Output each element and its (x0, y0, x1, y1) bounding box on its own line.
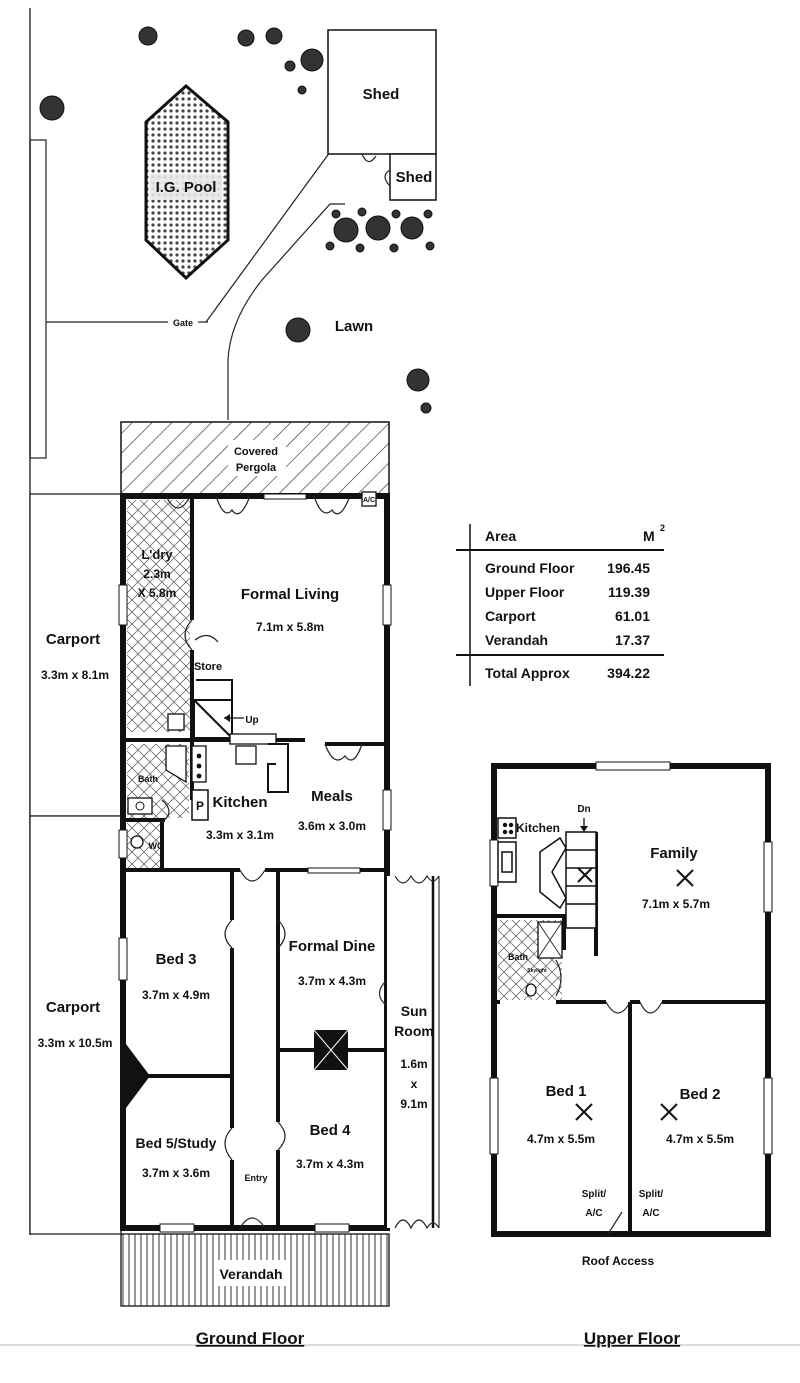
dn-label: Dn (577, 804, 590, 815)
shed-small (389, 153, 437, 201)
bed4-label: Bed 4 (310, 1122, 352, 1139)
roof-access-label: Roof Access (582, 1254, 655, 1268)
bed5-dim: 3.7m x 3.6m (142, 1166, 210, 1180)
kitchen-dim: 3.3m x 3.1m (206, 828, 274, 842)
pergola-label-1: Covered (234, 446, 278, 458)
pantry-label: P (196, 799, 204, 813)
bed3-label: Bed 3 (156, 951, 197, 968)
up-label: Up (245, 715, 258, 726)
area-row-value: 119.39 (608, 584, 650, 600)
lawn-label: Lawn (335, 318, 373, 335)
bed1-dim: 4.7m x 5.5m (527, 1132, 595, 1146)
site-area: Shed Shed I.G. Pool Gate Lawn (29, 26, 437, 459)
laundry-dim-2: X 5.8m (138, 586, 177, 600)
area-row-value: 17.37 (615, 632, 650, 648)
shed-large (327, 29, 437, 155)
carport-bottom (29, 815, 122, 1235)
sun-room-dim-3: 9.1m (400, 1097, 427, 1111)
split-ac-1-line1: Split/ (582, 1189, 607, 1200)
bed5-label: Bed 5/Study (136, 1135, 217, 1151)
area-row-label: Verandah (485, 632, 548, 648)
sun-room-label-2: Room (394, 1023, 434, 1039)
family-dim: 7.1m x 5.7m (642, 897, 710, 911)
carport-bottom-label: Carport (46, 999, 100, 1016)
upper-floor-title: Upper Floor (584, 1329, 681, 1348)
entry-label: Entry (244, 1173, 267, 1183)
ac-label: A/C (363, 497, 375, 504)
carport-top (29, 493, 122, 817)
sun-room-label-1: Sun (401, 1003, 427, 1019)
upper-floor-plan: Kitchen Dn Family 7.1m x 5.7m Bath Skyli… (489, 761, 773, 1348)
ceiling-fan-icon (575, 867, 694, 1121)
area-header-unit-sup: 2 (660, 523, 665, 533)
carport-top-label: Carport (46, 631, 100, 648)
formal-dine-dim: 3.7m x 4.3m (298, 974, 366, 988)
meals-dim: 3.6m x 3.0m (298, 819, 366, 833)
family-label: Family (650, 845, 698, 862)
area-row-label: Upper Floor (485, 584, 565, 600)
area-table: Area M 2 Ground Floor 196.45 Upper Floor… (456, 523, 665, 686)
formal-dine-label: Formal Dine (289, 938, 376, 955)
bed4-dim: 3.7m x 4.3m (296, 1157, 364, 1171)
split-ac-1-line2: A/C (585, 1208, 602, 1219)
ground-floor-plan: Covered Pergola A/C L'dry 2.3m X 5.8m Fo… (29, 421, 562, 1348)
area-header-unit: M (643, 528, 655, 544)
kitchen-label: Kitchen (212, 794, 267, 811)
wc-label: WC (149, 841, 164, 851)
carport-top-dim: 3.3m x 8.1m (41, 668, 109, 682)
area-row-label: Ground Floor (485, 560, 575, 576)
sun-room-dim-2: x (411, 1077, 418, 1091)
bed3-dim: 3.7m x 4.9m (142, 988, 210, 1002)
area-row-label: Carport (485, 608, 536, 624)
shed-small-label: Shed (396, 169, 433, 186)
sun-room (387, 876, 439, 1228)
laundry-label: L'dry (141, 547, 173, 562)
bed2-dim: 4.7m x 5.5m (666, 1132, 734, 1146)
pool-label: I.G. Pool (156, 179, 217, 196)
pergola-label-2: Pergola (236, 462, 277, 474)
bed2-label: Bed 2 (680, 1086, 721, 1103)
formal-living-dim: 7.1m x 5.8m (256, 620, 324, 634)
skylight-label: Skylight (527, 968, 547, 974)
split-ac-2-line2: A/C (642, 1208, 659, 1219)
formal-living-label: Formal Living (241, 586, 339, 603)
meals-label: Meals (311, 788, 353, 805)
tree-icon (39, 26, 435, 414)
area-total-value: 394.22 (607, 665, 650, 681)
ground-floor-title: Ground Floor (196, 1329, 305, 1348)
bath-label: Bath (138, 774, 158, 784)
area-row-value: 61.01 (615, 608, 650, 624)
area-total-label: Total Approx (485, 665, 570, 681)
gate-label: Gate (173, 318, 193, 328)
upper-bath-label: Bath (508, 952, 528, 962)
sun-room-dim-1: 1.6m (400, 1057, 427, 1071)
split-ac-2-line1: Split/ (639, 1189, 664, 1200)
carport-bottom-dim: 3.3m x 10.5m (38, 1036, 113, 1050)
laundry-dim-1: 2.3m (143, 567, 170, 581)
bed1-label: Bed 1 (546, 1083, 587, 1100)
verandah-label: Verandah (219, 1266, 282, 1282)
area-header-label: Area (485, 528, 516, 544)
area-row-value: 196.45 (607, 560, 650, 576)
shed-large-label: Shed (363, 86, 400, 103)
upper-kitchen-label: Kitchen (516, 821, 560, 835)
store-label: Store (194, 661, 222, 673)
